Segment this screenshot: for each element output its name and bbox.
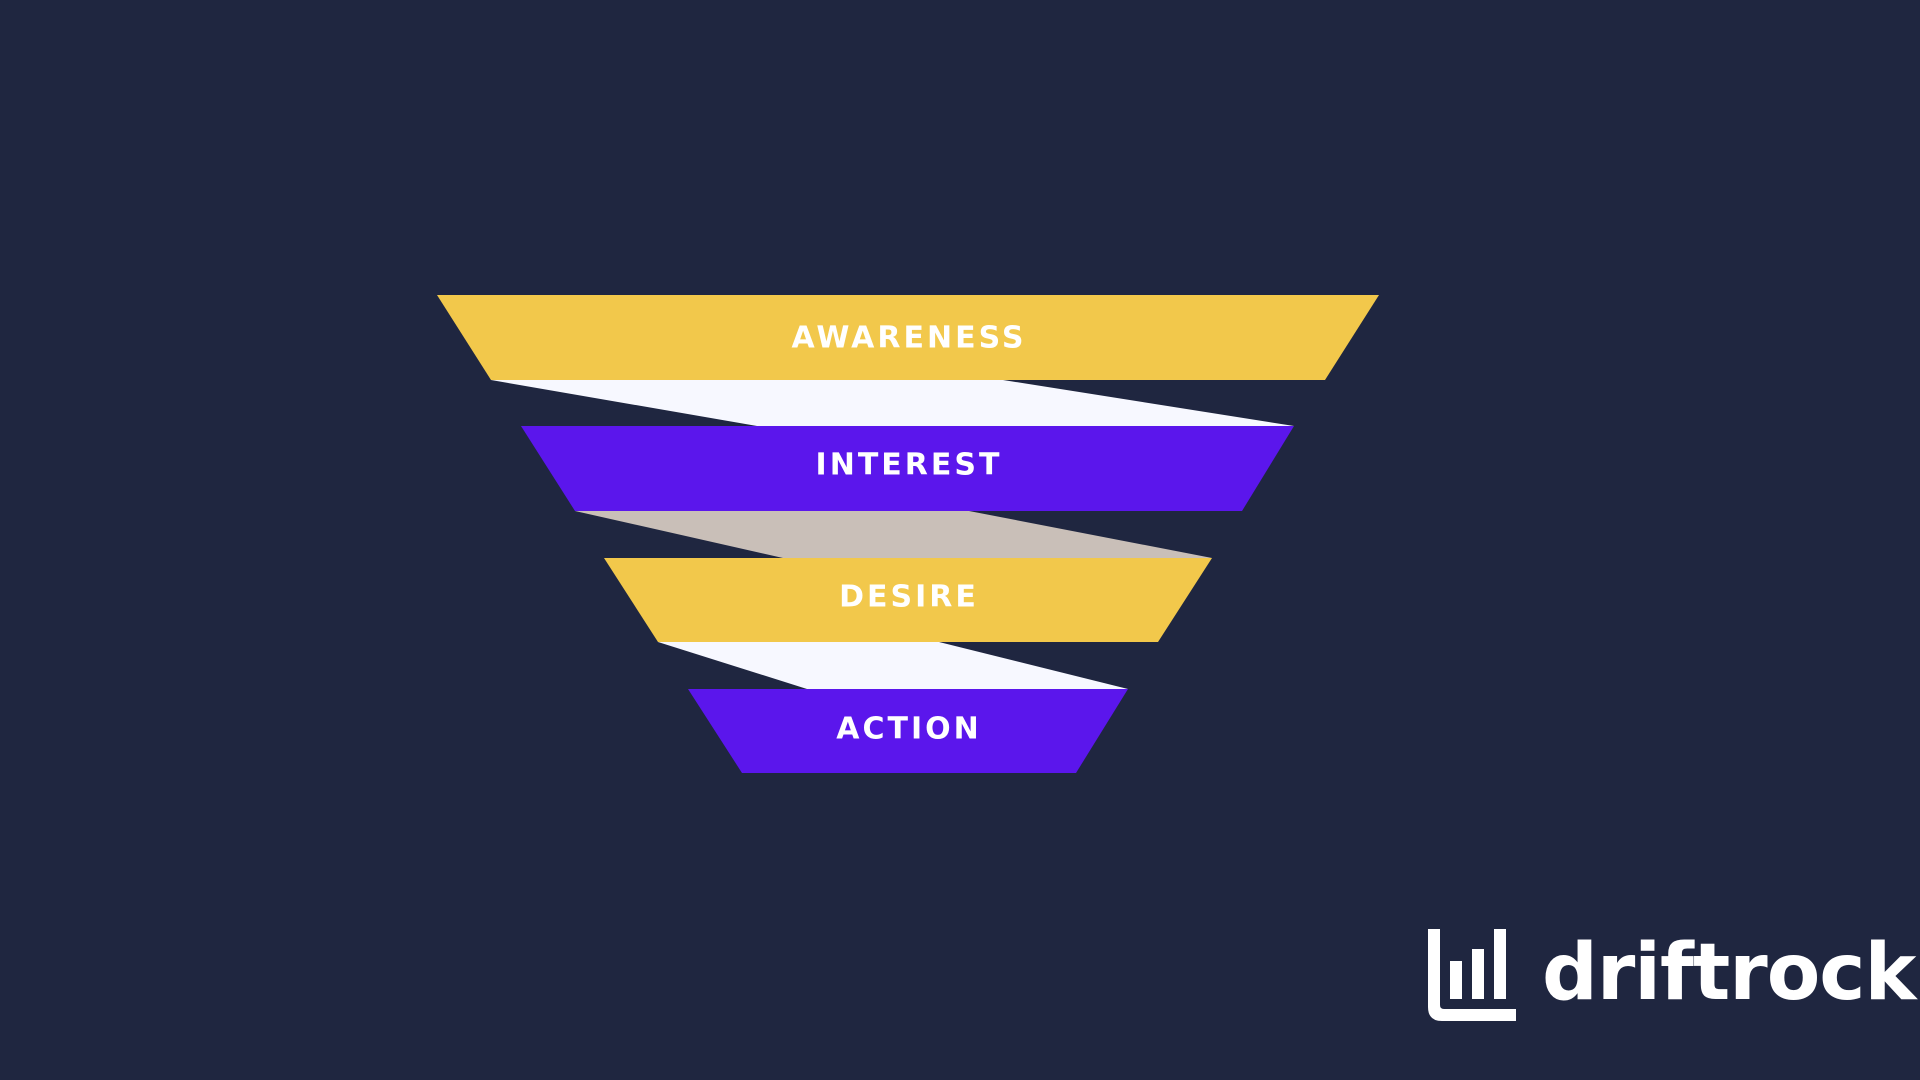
funnel-band-desire xyxy=(604,558,1212,642)
funnel-connector-desire-action xyxy=(658,642,1128,689)
funnel-label-interest: INTEREST xyxy=(816,448,1003,483)
bar-chart-bracket-icon xyxy=(1428,929,1516,1021)
funnel-label-desire: DESIRE xyxy=(839,580,979,615)
driftrock-logo: driftrock xyxy=(1420,920,1916,1030)
funnel-stage-action: ACTION xyxy=(688,689,1128,773)
funnel-connector-interest-desire xyxy=(575,511,1212,558)
funnel-label-action: ACTION xyxy=(836,712,981,747)
funnel-label-awareness: AWARENESS xyxy=(792,321,1027,356)
funnel-stage-desire: DESIRE xyxy=(604,558,1212,642)
funnel-connector-awareness-interest xyxy=(491,380,1294,426)
funnel-band-interest xyxy=(521,426,1294,511)
funnel-stage-awareness: AWARENESS xyxy=(437,295,1379,380)
funnel-band-action xyxy=(688,689,1128,773)
brand-wordmark: driftrock xyxy=(1542,928,1916,1018)
funnel-stage-interest: INTEREST xyxy=(521,426,1294,511)
funnel-band-awareness xyxy=(437,295,1379,380)
